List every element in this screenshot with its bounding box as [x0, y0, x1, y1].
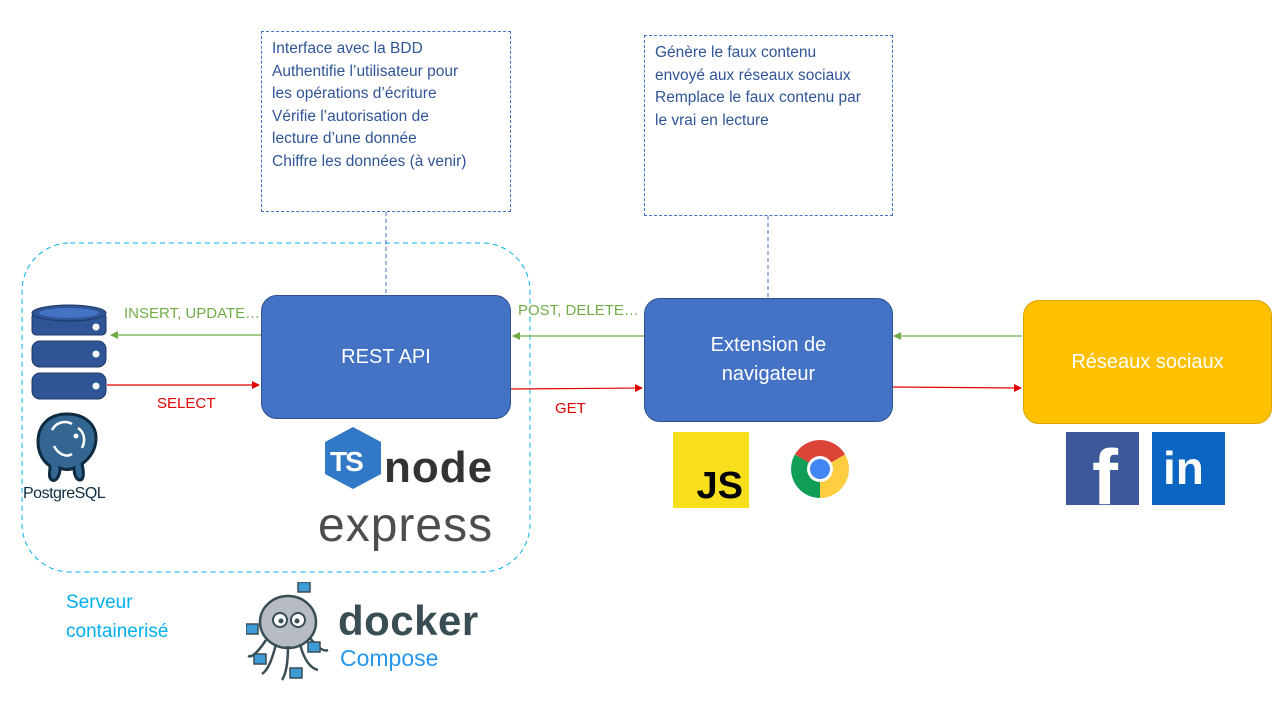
server-label-line2: containerisé [66, 621, 169, 642]
api-note-line: Interface avec la BDD [272, 40, 423, 57]
rest-api-node: REST API [261, 295, 511, 419]
extension-label-line1: Extension de [710, 334, 827, 356]
compose-wordmark: Compose [340, 645, 439, 671]
javascript-logo-icon: JS [673, 432, 749, 508]
javascript-logo-text: JS [696, 465, 743, 507]
edge-label-post-delete: POST, DELETE… [518, 302, 639, 319]
ts-badge-text: TS [330, 446, 364, 477]
social-networks-label: Réseaux sociaux [1071, 350, 1224, 373]
postgresql-elephant-icon [36, 412, 98, 482]
api-responsibilities-note: Interface avec la BDD Authentifie l’util… [261, 31, 511, 212]
browser-extension-node: Extension de navigateur [644, 298, 893, 422]
extension-responsibilities-note: Génère le faux contenu envoyé aux réseau… [644, 35, 893, 216]
ts-node-wordmark: node [384, 443, 494, 492]
chrome-logo-icon [791, 440, 849, 498]
extension-note-line: Génère le faux contenu [655, 44, 817, 61]
arrow-get [510, 384, 643, 393]
containerized-server-label: Serveur containerisé [66, 588, 168, 646]
edge-label-get: GET [555, 400, 586, 417]
api-note-line: Chiffre les données (à venir) [272, 152, 467, 170]
database-icon [31, 304, 107, 400]
facebook-logo-icon: f [1066, 432, 1139, 505]
extension-label-line2: navigateur [721, 363, 816, 385]
linkedin-logo-icon: in [1152, 432, 1225, 505]
rest-api-label: REST API [341, 345, 431, 368]
express-wordmark: express [318, 499, 494, 552]
extension-note-line: envoyé aux réseaux sociaux [655, 66, 851, 84]
ts-node-logo-icon [325, 427, 381, 489]
docker-wordmark: docker [338, 597, 479, 644]
api-note-line: Authentifie l’utilisateur pour [272, 62, 459, 80]
server-label-line1: Serveur [66, 592, 133, 613]
api-note-line: Vérifie l’autorisation de [272, 107, 429, 125]
linkedin-logo-text: in [1163, 442, 1204, 494]
edge-label-insert-update: INSERT, UPDATE… [124, 305, 261, 322]
server-container-outline [21, 242, 531, 573]
api-note-line: les opérations d’écriture [272, 85, 437, 102]
extension-note-line: le vrai en lecture [655, 111, 769, 129]
edge-label-select: SELECT [157, 395, 216, 412]
extension-note-line: Remplace le faux contenu par [655, 89, 861, 106]
arrow-extension-to-social [892, 383, 1022, 392]
docker-whale-icon [246, 582, 329, 681]
api-note-line: lecture d’une donnée [272, 130, 417, 147]
postgresql-logo-text: PostgreSQL [23, 485, 106, 502]
facebook-logo-text: f [1092, 433, 1118, 505]
social-networks-node: Réseaux sociaux [1023, 300, 1272, 424]
